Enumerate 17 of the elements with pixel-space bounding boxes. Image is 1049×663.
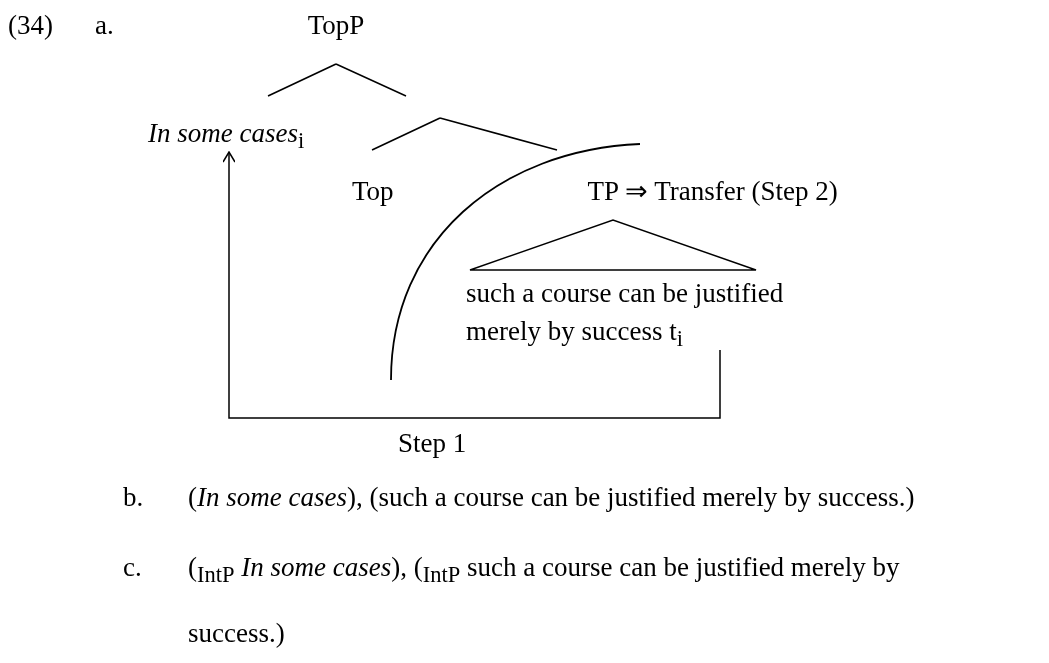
- tree-branch: [335, 63, 407, 97]
- item-letter: b.: [123, 482, 144, 512]
- example-sentence: ($_{IntP}$ In some cases), ($_{IntP}$ such a course can be justified merely by success.): [188, 551, 901, 651]
- tree-branch: [371, 117, 441, 151]
- movement-arrow: [222, 151, 721, 419]
- annotation-text: ⇒ Transfer (Step 2): [625, 176, 838, 206]
- tree-branch: [439, 117, 558, 151]
- tree-branch: [267, 63, 337, 97]
- item-letter: a.: [95, 10, 114, 40]
- item-letter: c.: [123, 552, 142, 582]
- moved-phrase: In some cases$_{i}$: [148, 118, 306, 156]
- phrase-label: TopP: [306, 10, 366, 40]
- phrase-label: TP: [586, 176, 619, 206]
- example-sentence: (In some cases), (such a course can be justified merely by success.): [188, 482, 915, 512]
- head-label: Top: [352, 176, 395, 206]
- phrase-content: such a course can be justified merely by success t$_{i}$: [466, 277, 785, 354]
- example-number: (34): [8, 10, 53, 40]
